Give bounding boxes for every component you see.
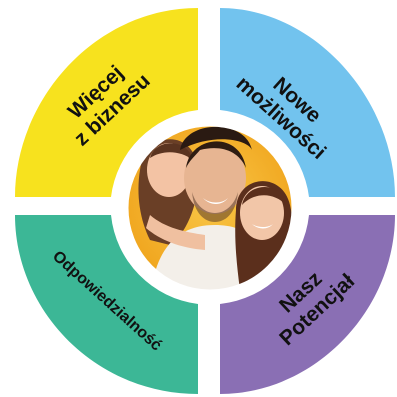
four-quadrant-diagram: Więcej z biznesu Nowe możliwości Odpowie… bbox=[0, 0, 397, 397]
